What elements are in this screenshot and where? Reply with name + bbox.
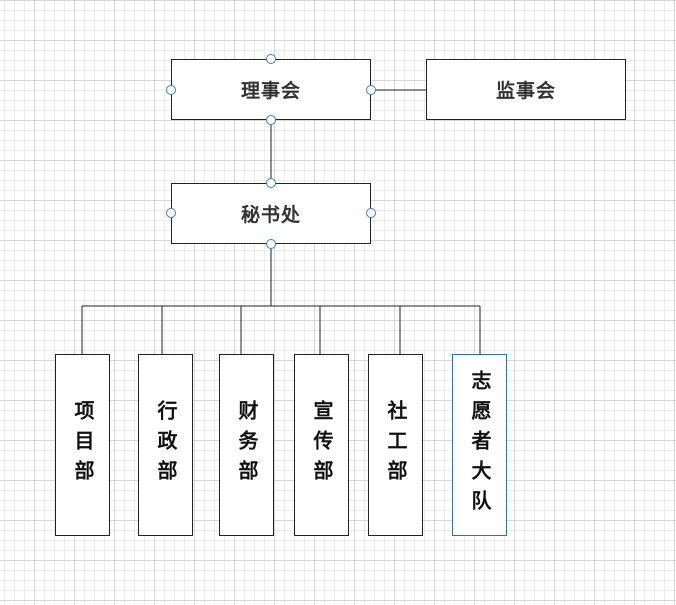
connection-handle[interactable] (266, 115, 276, 125)
department-node-4[interactable]: 宣传部 (294, 354, 349, 536)
connection-handle[interactable] (366, 208, 376, 218)
supervisors-node[interactable]: 监事会 (426, 59, 626, 120)
council-node[interactable]: 理事会 (171, 59, 371, 120)
connection-handle[interactable] (366, 85, 376, 95)
department-node-6[interactable]: 志愿者大队 (452, 354, 507, 536)
department-node-3[interactable]: 财务部 (219, 354, 274, 536)
department-label: 财务部 (235, 400, 259, 490)
department-label: 志愿者大队 (468, 370, 492, 520)
connection-handle[interactable] (266, 178, 276, 188)
connection-handle[interactable] (266, 239, 276, 249)
department-label: 项目部 (71, 400, 95, 490)
supervisors-label: 监事会 (495, 80, 556, 102)
department-label: 宣传部 (310, 400, 334, 490)
connection-handle[interactable] (166, 85, 176, 95)
department-label: 社工部 (384, 400, 408, 490)
connection-handle[interactable] (166, 208, 176, 218)
department-node-5[interactable]: 社工部 (368, 354, 423, 536)
connection-handle[interactable] (266, 54, 276, 64)
department-node-1[interactable]: 项目部 (55, 354, 110, 536)
department-node-2[interactable]: 行政部 (138, 354, 193, 536)
secretariat-label: 秘书处 (240, 204, 301, 226)
council-label: 理事会 (240, 80, 301, 102)
secretariat-node[interactable]: 秘书处 (171, 183, 371, 244)
department-label: 行政部 (154, 400, 178, 490)
